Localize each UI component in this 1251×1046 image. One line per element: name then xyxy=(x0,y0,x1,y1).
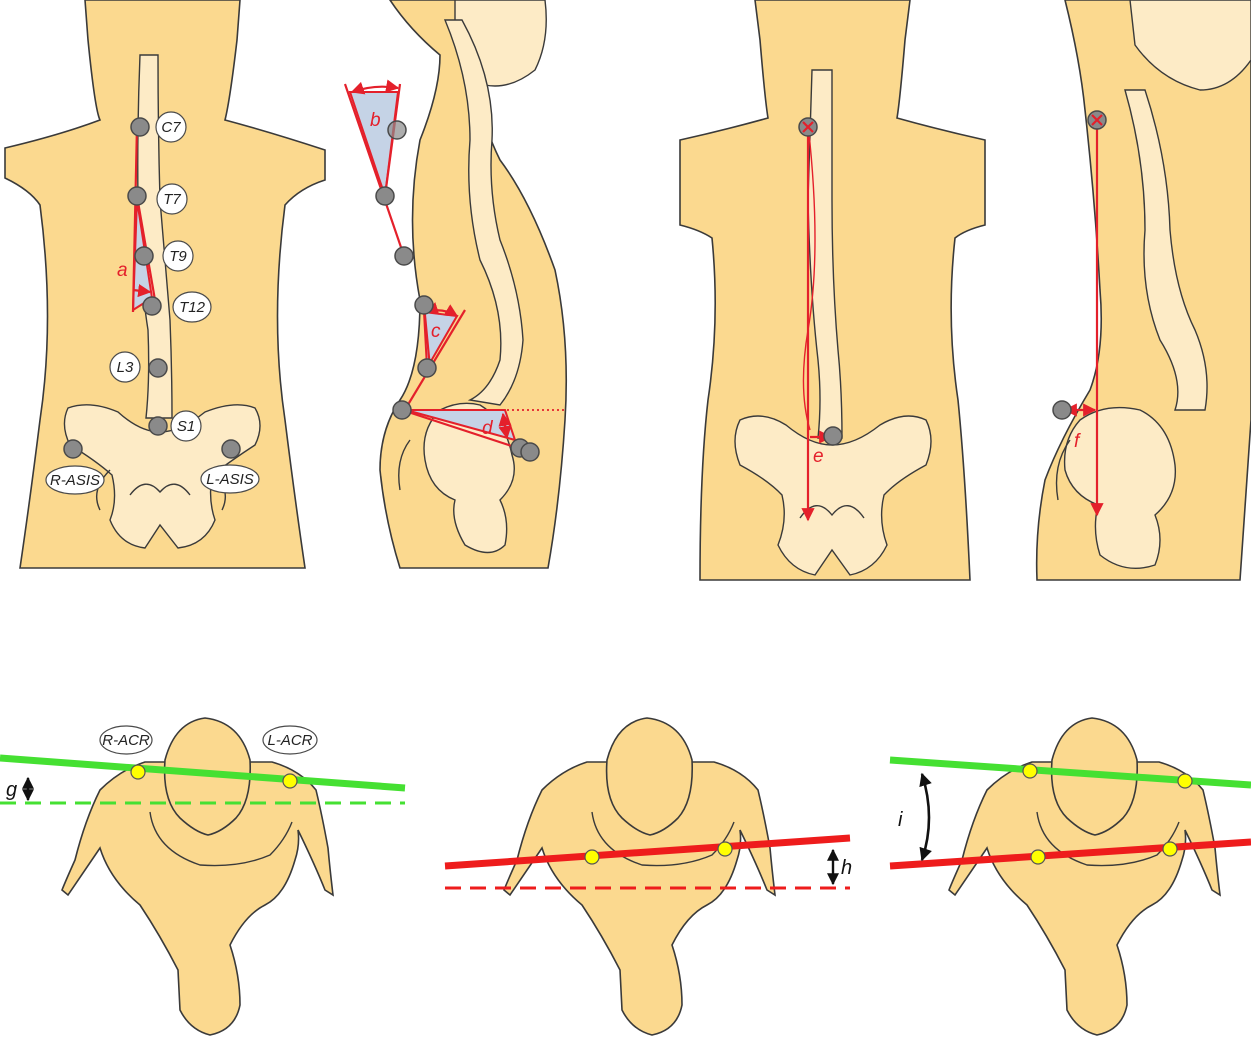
label-l-asis: L-ASIS xyxy=(206,471,254,488)
measure-label-h: h xyxy=(841,857,852,879)
marker-t9 xyxy=(135,247,153,265)
label-t9: T9 xyxy=(169,248,187,265)
marker-r-asis xyxy=(64,440,82,458)
label-c7: C7 xyxy=(161,119,181,136)
marker-l-asis xyxy=(222,440,240,458)
back-view-offset-panel: e xyxy=(680,0,985,580)
back-view-panel: a C7 T7 T9 T12 L3 S1 R-ASIS L-ASIS xyxy=(5,0,325,568)
side-view-offset-panel: f xyxy=(1037,0,1251,580)
measure-label-g: g xyxy=(6,779,17,801)
label-t7: T7 xyxy=(163,191,181,208)
measure-label-i: i xyxy=(898,809,903,831)
measure-label-e: e xyxy=(813,446,824,467)
label-l3: L3 xyxy=(117,359,134,376)
marker-t12 xyxy=(143,297,161,315)
label-s1: S1 xyxy=(177,418,195,435)
measure-label-a: a xyxy=(117,260,128,281)
top-down-figure-2 xyxy=(504,718,775,1035)
label-r-acr: R-ACR xyxy=(102,732,150,749)
marker-t7 xyxy=(128,187,146,205)
angle-b-wedge xyxy=(350,92,398,196)
marker-s1 xyxy=(149,417,167,435)
label-r-asis: R-ASIS xyxy=(50,472,100,489)
top-down-views xyxy=(62,718,1220,1035)
marker-l3 xyxy=(149,359,167,377)
label-l-acr: L-ACR xyxy=(267,732,312,749)
label-t12: T12 xyxy=(179,299,206,316)
measure-label-c: c xyxy=(431,321,441,342)
measure-label-d: d xyxy=(482,418,494,439)
measure-label-b: b xyxy=(370,110,381,131)
marker-c7 xyxy=(131,118,149,136)
side-view-panel: b c d xyxy=(345,0,566,568)
